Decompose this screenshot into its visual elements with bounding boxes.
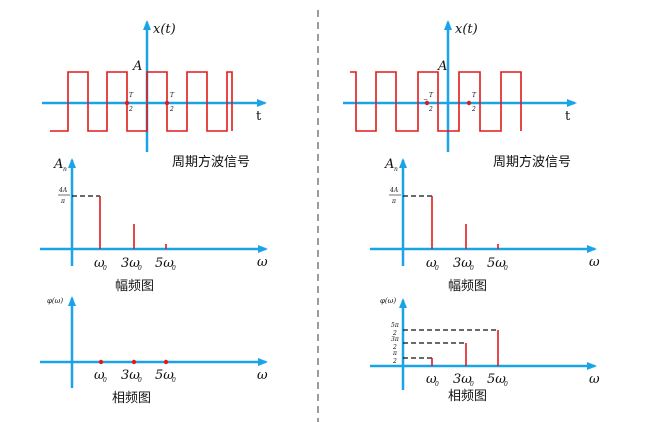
right-phase-level-1-den: 2 xyxy=(392,358,397,365)
right-amp-tick-5: 5ω xyxy=(487,256,506,271)
left-signal-axis-label: x(t) xyxy=(153,22,176,37)
left-phase-tick-5: 5ω xyxy=(155,368,174,383)
right-amp-caption: 幅频图 xyxy=(448,279,487,294)
right-phase-level-3-den: 2 xyxy=(392,344,397,351)
right-pos-half-period-point xyxy=(466,100,472,106)
right-half-period-neg-num: T xyxy=(429,92,434,99)
right-time-label: t xyxy=(565,109,571,124)
right-phase-caption: 相频图 xyxy=(448,389,487,404)
left-half-period-neg-den: 2 xyxy=(128,106,133,113)
right-phase-axis-label: φ(ω) xyxy=(380,297,396,305)
left-phase-freq-label: ω xyxy=(257,368,268,383)
right-phase-tick-1: ω xyxy=(426,372,437,387)
left-signal-caption: 周期方波信号 xyxy=(172,154,250,170)
left-amp-freq-label: ω xyxy=(257,255,268,270)
right-half-period-pos-num: T xyxy=(472,92,477,99)
left-square-wave xyxy=(50,71,233,132)
right-signal-plot: x(t) t A − T 2 T 2 周期方波信号 xyxy=(343,20,577,170)
left-amp-tick-3: 3ω xyxy=(121,256,140,271)
left-phase-tick-3-sub: 0 xyxy=(138,377,142,384)
svg-text:−: − xyxy=(423,96,428,103)
left-pos-half-period-point xyxy=(164,100,170,106)
left-amplitude-label: A xyxy=(132,59,142,74)
right-amplitude-label: A xyxy=(437,59,447,74)
left-half-period-pos-num: T xyxy=(170,92,175,99)
left-amp-tick-3-sub: 0 xyxy=(138,265,142,272)
left-phase-axis-label: φ(ω) xyxy=(47,297,63,305)
right-amp-freq-label: ω xyxy=(589,255,600,270)
right-phase-level-5-den: 2 xyxy=(392,330,397,337)
right-square-wave xyxy=(350,71,522,132)
right-phase-tick-5-sub: 0 xyxy=(504,381,508,388)
right-signal-caption: 周期方波信号 xyxy=(493,154,571,170)
left-phase-tick-1: ω xyxy=(94,368,105,383)
right-phase-freq-label: ω xyxy=(589,372,600,387)
right-amp-tick-3-sub: 0 xyxy=(470,265,474,272)
right-phase-tick-5: 5ω xyxy=(487,372,506,387)
left-amplitude-plot: A n 4A π ω ω 0 3ω 0 5ω 0 幅频图 xyxy=(40,157,268,294)
right-phase-level-3: 3π xyxy=(391,336,400,343)
left-phase-point-5 xyxy=(163,359,169,365)
left-phase-tick-5-sub: 0 xyxy=(172,377,176,384)
right-neg-half-period-point xyxy=(424,100,430,106)
left-phase-caption: 相频图 xyxy=(112,391,151,406)
left-neg-half-period-point xyxy=(124,100,130,106)
right-amplitude-plot: A n 4A π ω ω 0 3ω 0 5ω 0 幅频图 xyxy=(370,157,600,294)
right-amp-level-num: 4A xyxy=(389,187,399,194)
right-half-period-pos-den: 2 xyxy=(471,106,476,113)
right-signal-axis-label: x(t) xyxy=(455,22,478,37)
right-panel: x(t) t A − T 2 T 2 周期方波信号 A n 4A π ω ω 0 xyxy=(343,20,600,404)
right-phase-level-1: π xyxy=(392,350,398,357)
right-amp-tick-1: ω xyxy=(426,256,437,271)
right-amp-level-den: π xyxy=(391,198,397,205)
left-amp-tick-1-sub: 0 xyxy=(103,265,107,272)
right-amp-tick-1-sub: 0 xyxy=(435,265,439,272)
left-half-period-pos-den: 2 xyxy=(169,106,174,113)
right-amp-axis-sub: n xyxy=(394,166,398,173)
left-amp-tick-1: ω xyxy=(94,256,105,271)
left-panel: x(t) t A T 2 T 2 周期方波信号 A n 4A π ω ω 0 3… xyxy=(40,20,268,406)
left-phase-tick-1-sub: 0 xyxy=(103,377,107,384)
left-amp-caption: 幅频图 xyxy=(115,279,154,294)
left-amp-tick-5: 5ω xyxy=(155,256,174,271)
left-amp-level-den: π xyxy=(60,198,66,205)
right-phase-tick-3-sub: 0 xyxy=(470,381,474,388)
right-amp-axis-label: A xyxy=(384,157,394,172)
left-phase-point-3 xyxy=(131,359,137,365)
right-phase-level-5: 5π xyxy=(391,322,400,329)
right-phase-plot: φ(ω) 5π 2 3π 2 π 2 ω ω 0 3ω 0 5ω 0 相频图 xyxy=(370,297,600,404)
right-phase-tick-3: 3ω xyxy=(453,372,472,387)
left-phase-plot: φ(ω) ω ω 0 3ω 0 5ω 0 相频图 xyxy=(40,296,268,406)
left-time-label: t xyxy=(256,109,262,124)
left-phase-point-1 xyxy=(98,359,104,365)
right-amp-tick-5-sub: 0 xyxy=(504,265,508,272)
right-phase-tick-1-sub: 0 xyxy=(435,381,439,388)
left-amp-tick-5-sub: 0 xyxy=(172,265,176,272)
left-half-period-neg-num: T xyxy=(129,92,134,99)
left-amp-axis-label: A xyxy=(53,157,63,172)
right-half-period-neg-den: 2 xyxy=(428,106,433,113)
right-amp-tick-3: 3ω xyxy=(453,256,472,271)
left-signal-plot: x(t) t A T 2 T 2 周期方波信号 xyxy=(42,20,267,170)
left-phase-tick-3: 3ω xyxy=(121,368,140,383)
left-amp-level-num: 4A xyxy=(58,187,68,194)
left-amp-axis-sub: n xyxy=(63,166,67,173)
